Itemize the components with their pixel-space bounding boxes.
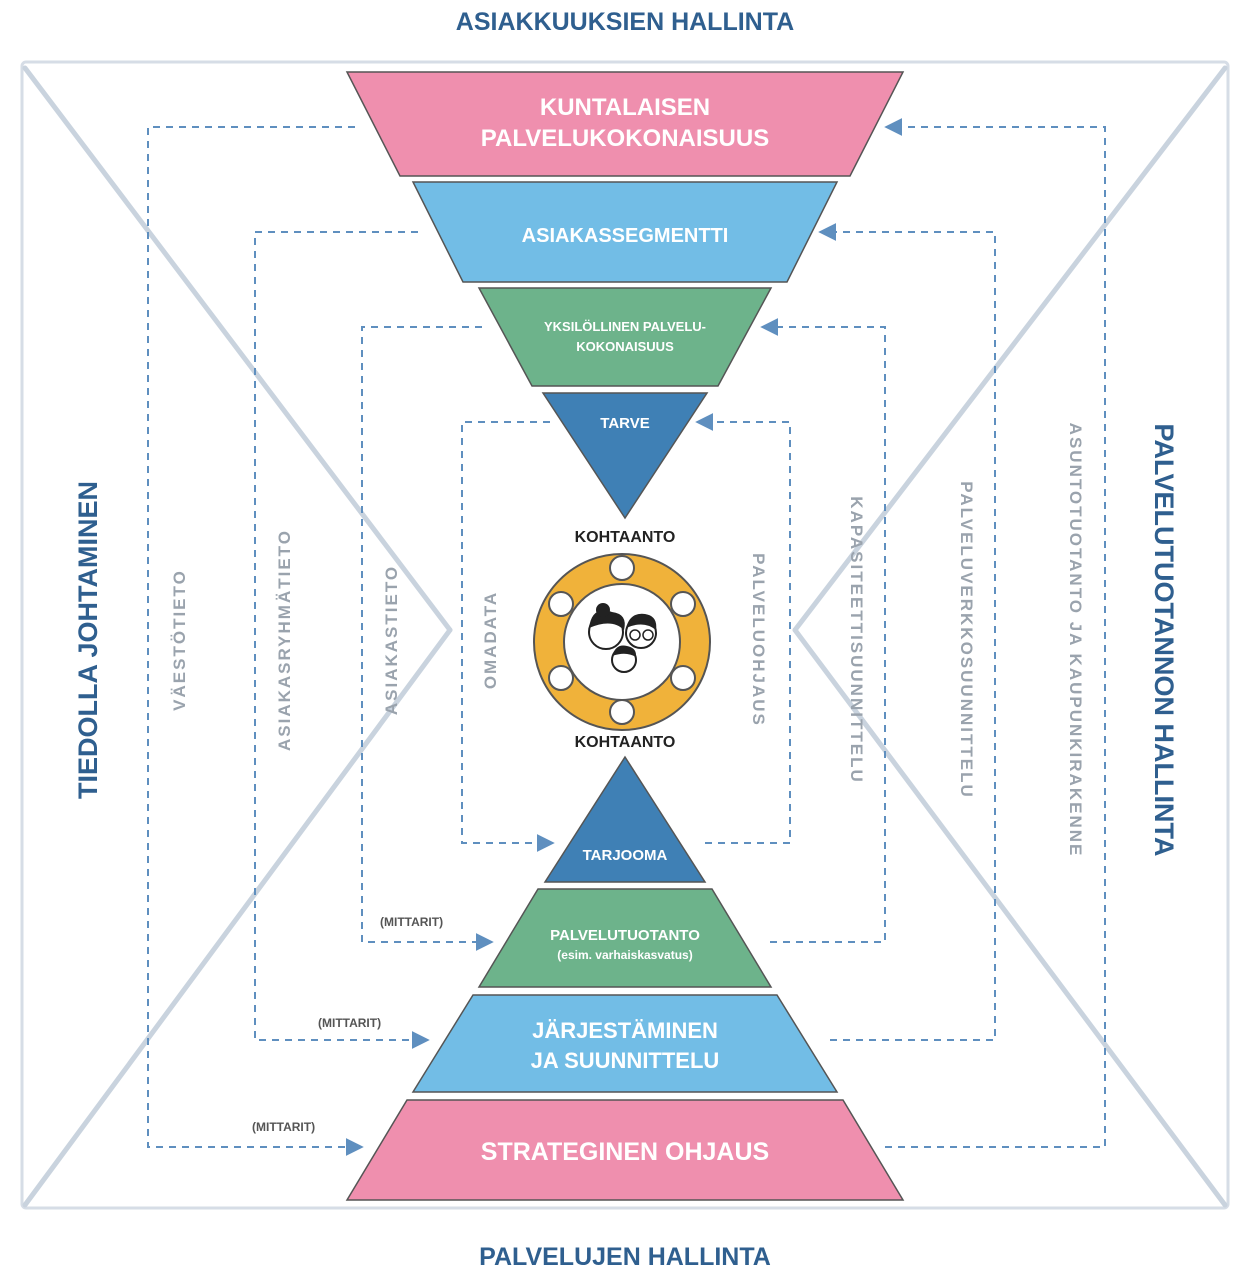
label-palveluverkkosuunnittelu: PALVELUVERKKOSUUNNITTELU <box>957 481 976 799</box>
band-strateginen-ohjaus <box>345 1099 905 1201</box>
family-icon <box>588 603 657 673</box>
loop-right-outer <box>884 118 1106 1148</box>
label-mittarit-2: (MITTARIT) <box>318 1016 381 1030</box>
band-6-line-1: PALVELUTUOTANTO <box>550 927 700 944</box>
label-asuntotuotanto: ASUNTOTUOTANTO JA KAUPUNKIRAKENNE <box>1066 423 1085 858</box>
ring-seats <box>548 555 696 725</box>
band-6-line-2: (esim. varhaiskasvatus) <box>557 948 692 962</box>
band-asiakassegmentti <box>411 181 839 283</box>
band-5-line-1: TARJOOMA <box>583 847 668 864</box>
hair-2 <box>626 613 657 630</box>
band-tarjooma <box>543 755 707 883</box>
label-asiakastieto: ASIAKASTIETO <box>382 565 401 715</box>
label-asiakasryhmatieto: ASIAKASRYHMÄTIETO <box>275 529 294 751</box>
seat-3 <box>670 665 696 691</box>
x-line-top-right <box>792 65 1228 633</box>
band-8-line-1: STRATEGINEN OHJAUS <box>481 1138 769 1166</box>
band-7-line-1: JÄRJESTÄMINEN <box>532 1018 718 1043</box>
seat-4 <box>609 699 635 725</box>
loop-left-3 <box>361 326 494 951</box>
band-3-line-2: KOKONAISUUS <box>576 339 674 354</box>
label-mittarit-3: (MITTARIT) <box>252 1120 315 1134</box>
x-line-bottom-left <box>22 627 453 1208</box>
band-tarve <box>541 392 709 520</box>
band-1-line-2: PALVELUKOKONAISUUS <box>481 125 769 152</box>
outer-frame <box>20 60 1230 1210</box>
center-kohtaanto: KOHTAANTO KOHTAANTO <box>533 529 711 751</box>
seat-1 <box>609 555 635 581</box>
ring-inner <box>563 583 681 701</box>
loop-left-outer <box>147 126 364 1156</box>
label-vaestotieto: VÄESTÖTIETO <box>170 569 189 711</box>
band-2-line-1: ASIAKASSEGMENTTI <box>522 225 729 247</box>
band-4-line-1: TARVE <box>600 415 649 432</box>
loop-left-inner <box>461 421 555 852</box>
hair-1 <box>589 610 625 630</box>
dashed-loops <box>147 118 1106 1156</box>
label-palveluohjaus: PALVELUOHJAUS <box>749 553 768 727</box>
kohtaanto-top-label: KOHTAANTO <box>575 529 676 546</box>
loop-right-2 <box>818 223 996 1041</box>
label-kapasiteettisuunnittelu: KAPASITEETTISUUNNITTELU <box>847 496 866 783</box>
band-jarjestaminen-ja-suunnittelu <box>411 994 839 1093</box>
x-line-bottom-right <box>792 627 1228 1208</box>
band-palvelutuotanto <box>477 888 773 988</box>
seat-6 <box>548 591 574 617</box>
hair-bun <box>596 603 610 617</box>
seat-5 <box>548 665 574 691</box>
label-omadata: OMADATA <box>481 591 500 689</box>
kohtaanto-bottom-label: KOHTAANTO <box>575 734 676 751</box>
bottom-funnel: TARJOOMA PALVELUTUOTANTO (esim. varhaisk… <box>345 755 905 1201</box>
band-kuntalaisen-palvelukokonaisuus <box>345 71 905 177</box>
top-funnel: KUNTALAISEN PALVELUKOKONAISUUS ASIAKASSE… <box>345 71 905 520</box>
background-x-frame <box>20 60 1230 1210</box>
band-7-line-2: JA SUUNNITTELU <box>531 1048 720 1073</box>
loop-right-3 <box>760 318 886 943</box>
label-mittarit-1: (MITTARIT) <box>380 915 443 929</box>
header-bottom: PALVELUJEN HALLINTA <box>479 1243 771 1271</box>
seat-2 <box>670 591 696 617</box>
loop-left-2 <box>254 231 430 1049</box>
header-right: PALVELUTUOTANNON HALLINTA <box>1149 424 1179 857</box>
band-3-line-1: YKSILÖLLINEN PALVELU- <box>544 319 706 334</box>
x-line-top-left <box>22 65 453 633</box>
band-yksilollinen-palvelukokonaisuus <box>477 287 773 387</box>
glasses-left <box>629 629 641 641</box>
loop-right-inner <box>695 413 791 844</box>
header-top: ASIAKKUUKSIEN HALLINTA <box>456 8 794 36</box>
header-left: TIEDOLLA JOHTAMINEN <box>73 481 103 799</box>
glasses-right <box>642 629 654 641</box>
hair-3 <box>612 645 637 657</box>
band-1-line-1: KUNTALAISEN <box>540 94 710 121</box>
